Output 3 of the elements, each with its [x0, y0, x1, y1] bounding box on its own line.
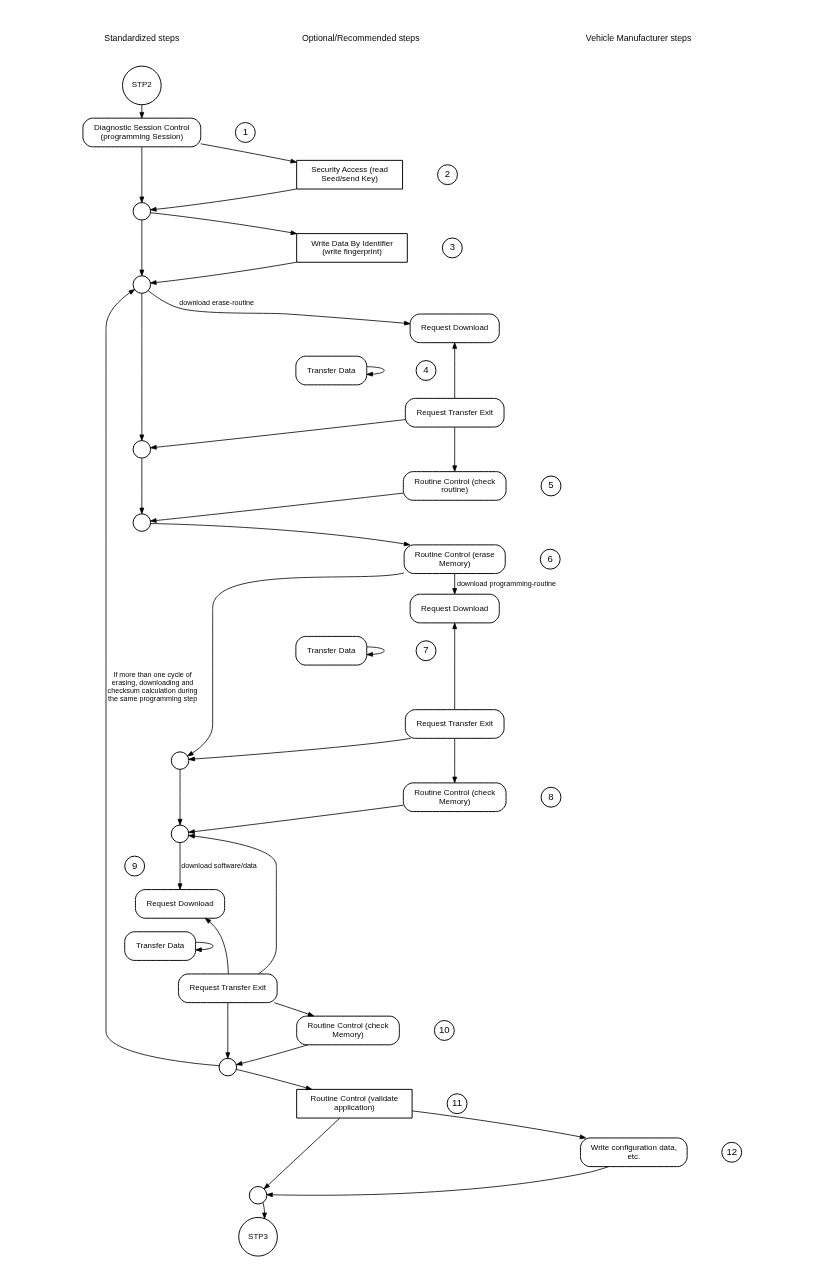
label: Vehicle Manufacturer steps	[585, 32, 691, 43]
label: Standardized steps	[103, 32, 179, 43]
label: Optional/Recommended steps	[301, 32, 420, 43]
